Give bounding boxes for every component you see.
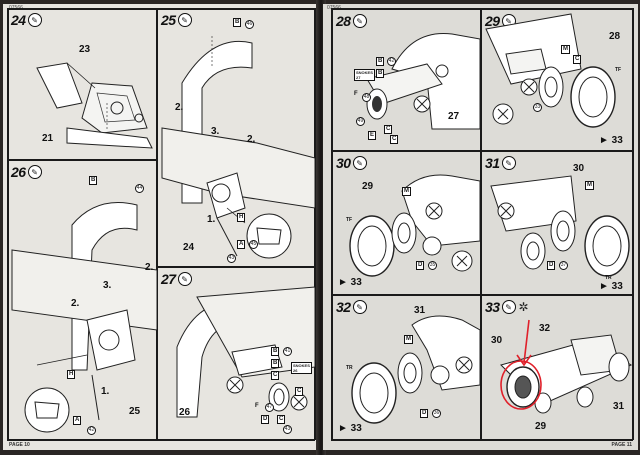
step-33-panel: 33✎✲ 30 32 31 29 bbox=[481, 295, 632, 439]
engine-mount-drawing bbox=[36, 62, 153, 149]
glue-tube-icon: ✎ bbox=[352, 300, 367, 314]
step-25-panel: 25✎ B 46 2. 3. 2. 1. 24 H A 45 43 bbox=[157, 8, 315, 266]
book-gutter bbox=[316, 0, 326, 455]
step-29-panel: 29✎ 28 M C 33 TF ► 33 bbox=[481, 9, 632, 150]
glue-tube-icon: ✎ bbox=[177, 272, 192, 286]
step-24-panel: 24✎ 23 21 bbox=[7, 8, 157, 160]
rear-wheel-right-drawing bbox=[351, 315, 480, 424]
step-32-panel: 32✎ 31 M D 36 TR ► 33 bbox=[332, 295, 480, 439]
step-26-panel: 26✎ B 44 2. 3. 2. 1. 25 H A 42 bbox=[7, 160, 157, 440]
front-wheel-drawing bbox=[485, 13, 616, 128]
fender-front-drawing bbox=[161, 36, 315, 259]
step-30-panel: 30✎ 29 M D 35 TF ► 33 bbox=[332, 151, 480, 294]
asterisk-icon: ✲ bbox=[518, 300, 529, 314]
glue-tube-icon: ✎ bbox=[501, 156, 516, 170]
left-page: 07566 24✎ 23 21 25✎ bbox=[3, 4, 319, 450]
glue-tube-icon: ✎ bbox=[177, 13, 192, 27]
glue-tube-icon: ✎ bbox=[27, 13, 42, 27]
brake-assembly-drawing bbox=[366, 32, 480, 130]
fender-rear-drawing bbox=[11, 202, 157, 433]
right-page: 07566 28✎ B 42 B SNOKES 27 F 48 bbox=[323, 4, 638, 450]
page-number: PAGE 11 bbox=[611, 442, 632, 448]
page-number: PAGE 10 bbox=[9, 442, 30, 448]
chassis-wheels-drawing bbox=[500, 319, 632, 414]
glue-tube-icon: ✎ bbox=[352, 156, 367, 170]
red-arrow-icon bbox=[516, 354, 532, 367]
step-31-panel: 31✎ 30 M D 37 TR ► 33 bbox=[481, 151, 632, 294]
front-wheel-right-drawing bbox=[349, 174, 480, 277]
step-27-panel: 27✎ B 41 B C C C D 47 43 SNOKES 26 F bbox=[157, 267, 315, 440]
glue-tube-icon: ✎ bbox=[27, 165, 42, 179]
glue-tube-icon: ✎ bbox=[352, 14, 367, 28]
glue-tube-icon: ✎ bbox=[501, 300, 516, 314]
step-28-panel: 28✎ B 42 B SNOKES 27 F 48 E C C 49 27 bbox=[332, 9, 480, 150]
rear-wheel-drawing bbox=[490, 175, 630, 277]
